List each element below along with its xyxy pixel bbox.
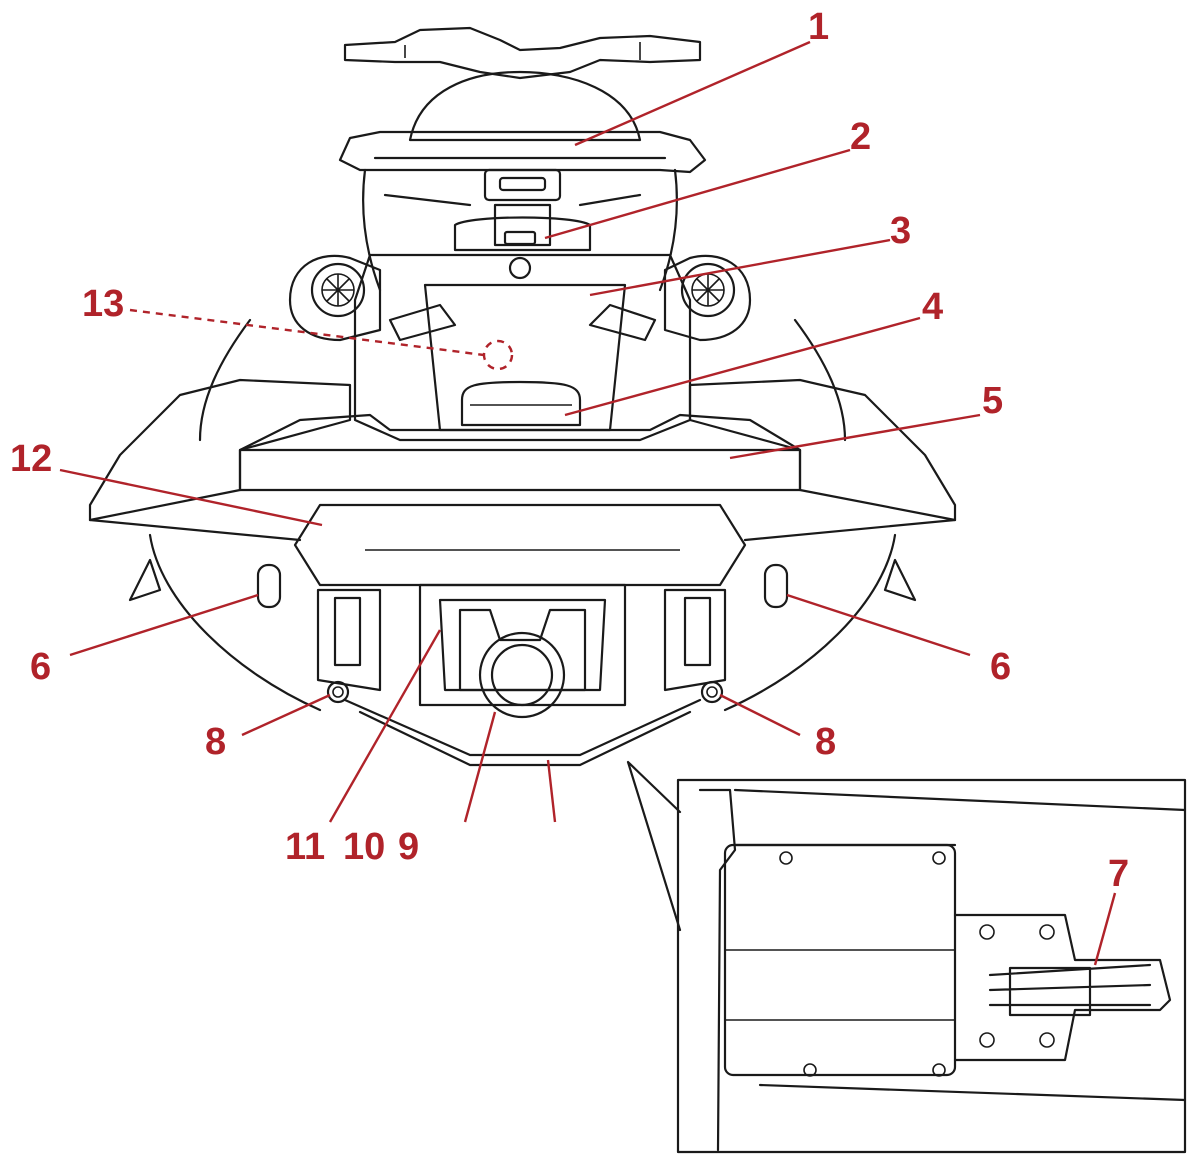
callout-8-left: 8 [205, 721, 227, 763]
drain-plug-left [326, 680, 350, 704]
hidden-part-marker [482, 339, 514, 371]
detail-inset [626, 760, 1187, 1154]
callout-11: 11 [285, 826, 326, 868]
callout-13: 13 [82, 283, 125, 325]
tow-eye-right [763, 563, 789, 609]
tow-eye-left [256, 563, 282, 609]
steering-cover [408, 70, 642, 142]
callout-6-left: 6 [30, 646, 52, 688]
callout-4: 4 [922, 286, 944, 328]
console [383, 168, 642, 280]
speaker-right [663, 254, 752, 342]
callout-10: 10 [343, 826, 386, 868]
jet-nozzle-assembly [418, 583, 627, 719]
hull [88, 318, 957, 712]
speaker-left [288, 254, 382, 342]
callout-7: 7 [1108, 853, 1130, 895]
rear-bumper [293, 503, 747, 587]
callout-9: 9 [398, 826, 420, 868]
callout-8-right: 8 [815, 721, 837, 763]
seat-and-storage [353, 253, 692, 442]
rear-deck [238, 413, 802, 492]
drain-plug-right [700, 680, 724, 704]
reboarding-handle [460, 380, 582, 427]
callout-2: 2 [850, 116, 872, 158]
callout-3: 3 [890, 210, 912, 252]
leader-lines [59, 40, 1117, 966]
callout-6-right: 6 [990, 646, 1012, 688]
callout-5: 5 [982, 380, 1004, 422]
callout-1: 1 [808, 6, 830, 48]
callout-12: 12 [10, 438, 53, 480]
keel [343, 698, 702, 757]
reverse-gate-brackets [316, 588, 727, 692]
grab-handle [338, 130, 707, 292]
handlebar [343, 26, 702, 80]
